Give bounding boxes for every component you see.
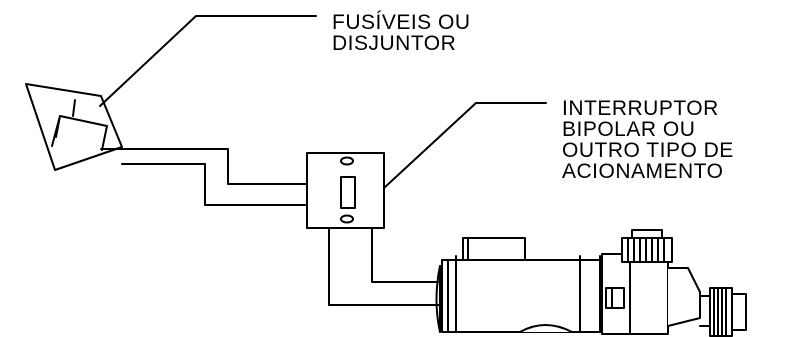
- fuse-label-line-1: FUSÍVEIS OU: [332, 11, 471, 34]
- switch-label-line-2: BIPOLAR OU: [562, 118, 696, 141]
- switch-label-line-1: INTERRUPTOR: [562, 97, 719, 120]
- switch-label-line-4: ACIONAMENTO: [562, 160, 724, 183]
- switch-to-pump-wires: [328, 227, 447, 306]
- switch-label-line-3: OUTRO TIPO DE: [562, 139, 734, 162]
- fuse-leader-line: [99, 15, 317, 107]
- switch-label: INTERRUPTOR BIPOLAR OU OUTRO TIPO DE ACI…: [562, 98, 734, 182]
- fuse-label: FUSÍVEIS OU DISJUNTOR: [332, 12, 471, 54]
- switch-leader-line: [383, 102, 547, 189]
- fuse-panel: [25, 83, 123, 171]
- fuse-label-line-2: DISJUNTOR: [332, 32, 457, 55]
- panel-to-switch-wires: [100, 148, 308, 206]
- pump-motor: [435, 229, 747, 337]
- switch-plate: [306, 152, 385, 229]
